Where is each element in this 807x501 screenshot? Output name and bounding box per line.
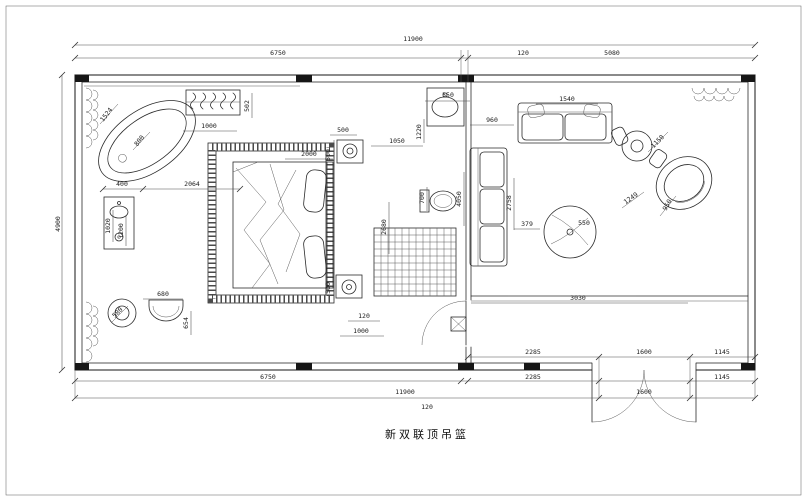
hanger-icon bbox=[230, 92, 236, 110]
vanity-counter bbox=[103, 196, 135, 250]
dimension-label: 500 bbox=[324, 282, 332, 294]
dimension-label: 1000 bbox=[353, 327, 369, 335]
dimension-label: 1020 bbox=[104, 218, 112, 234]
entrance-doors bbox=[591, 369, 697, 423]
chair bbox=[611, 126, 629, 146]
grid-rug bbox=[373, 227, 457, 297]
round-table bbox=[611, 126, 668, 169]
nightstand-bottom bbox=[335, 274, 363, 299]
dimension-label: 2064 bbox=[184, 180, 200, 188]
dimension-label: 1145 bbox=[714, 373, 730, 381]
dimension-label: 1000 bbox=[201, 122, 217, 130]
dimension-lines bbox=[58, 41, 759, 402]
bed bbox=[232, 161, 334, 289]
hanger-icon bbox=[190, 92, 196, 110]
dimension-label: 120 bbox=[421, 403, 433, 411]
sofa bbox=[517, 102, 613, 144]
dimension-label: 11900 bbox=[395, 388, 415, 396]
dimension-label: 11900 bbox=[403, 35, 423, 43]
dimension-label: 1200 bbox=[117, 223, 125, 239]
dimension-label: 1220 bbox=[415, 124, 423, 140]
paper-border bbox=[5, 5, 802, 496]
dimension-label: 960 bbox=[486, 116, 498, 124]
toilet-stool bbox=[107, 298, 137, 328]
dimension-label: 500 bbox=[324, 149, 332, 161]
dimension-label: 700 bbox=[418, 192, 426, 204]
curtain-scallops bbox=[84, 85, 741, 363]
coffee-table bbox=[543, 205, 597, 259]
hanger-icon bbox=[200, 92, 206, 110]
throw-pillow bbox=[583, 104, 601, 118]
pillow bbox=[303, 169, 327, 213]
dimension-label: 4900 bbox=[54, 216, 62, 232]
dimension-label: 120 bbox=[517, 49, 529, 57]
dimension-label: 2680 bbox=[380, 219, 388, 235]
sink-cabinet bbox=[426, 87, 465, 127]
hanger-icon bbox=[210, 92, 216, 110]
bed-rug bbox=[207, 142, 335, 304]
dimension-label: 1524 bbox=[98, 106, 114, 123]
dimension-label: 654 bbox=[182, 317, 190, 329]
nightstand-top bbox=[336, 139, 364, 164]
drawing-title: 新双联顶吊篮 bbox=[385, 427, 469, 441]
lounge-chair bbox=[655, 156, 713, 210]
sofa-chaise bbox=[469, 147, 508, 267]
dimension-label: 3030 bbox=[570, 294, 586, 302]
dimension-label: 1145 bbox=[714, 348, 730, 356]
dimension-label: 950 bbox=[661, 198, 674, 212]
dimension-label: 1600 bbox=[636, 348, 652, 356]
dimension-label: 2000 bbox=[301, 150, 317, 158]
dimension-label: 6750 bbox=[270, 49, 286, 57]
pedestal-basin bbox=[148, 299, 184, 322]
dimension-label: 1150 bbox=[649, 133, 666, 150]
dimension-label: 1540 bbox=[559, 95, 575, 103]
dimension-label: 5080 bbox=[604, 49, 620, 57]
wardrobe bbox=[185, 89, 241, 116]
dimension-label: 680 bbox=[157, 290, 169, 298]
dimension-label: 1249 bbox=[622, 191, 639, 207]
pillow bbox=[303, 235, 327, 279]
dimension-label: 4050 bbox=[455, 191, 463, 207]
shoe-cabinet bbox=[450, 316, 467, 332]
toilet bbox=[419, 189, 457, 213]
chair bbox=[649, 149, 668, 169]
dimension-label: 1050 bbox=[389, 137, 405, 145]
dimension-labels: 11900 6750 120 5080 4900 1524 800 502 1000 400 206… bbox=[54, 35, 730, 411]
dimension-label: 2758 bbox=[505, 195, 513, 211]
dimension-label: 400 bbox=[116, 180, 128, 188]
dimension-label: 2285 bbox=[525, 348, 541, 356]
bathtub bbox=[98, 100, 196, 182]
dimension-label: 550 bbox=[442, 91, 454, 99]
dimension-label: 800 bbox=[133, 134, 147, 148]
interior-door bbox=[421, 300, 467, 346]
walls bbox=[74, 74, 756, 372]
dimension-label: 120 bbox=[358, 312, 370, 320]
dimension-label: 379 bbox=[521, 220, 533, 228]
dimension-label: 500 bbox=[337, 126, 349, 134]
throw-pillow bbox=[527, 103, 545, 119]
dimension-label: 6750 bbox=[260, 373, 276, 381]
hanger-icon bbox=[220, 92, 226, 110]
dimension-label: 580 bbox=[111, 306, 125, 320]
dimension-label: 1600 bbox=[636, 388, 652, 396]
dimension-label: 502 bbox=[243, 100, 251, 112]
dimension-label: 550 bbox=[578, 219, 590, 227]
dimension-label: 2285 bbox=[525, 373, 541, 381]
